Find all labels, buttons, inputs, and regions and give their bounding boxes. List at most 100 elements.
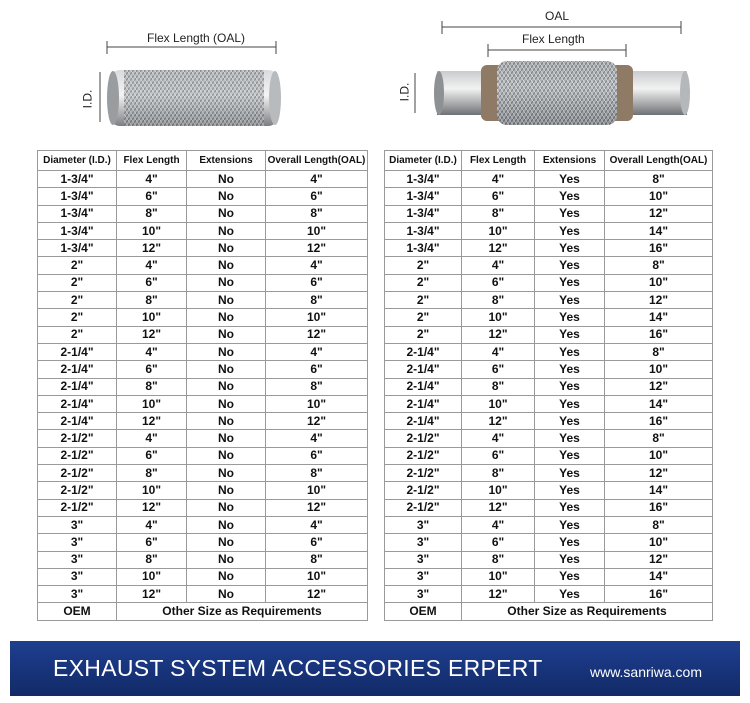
table-header-row: Diameter (I.D.) Flex Length Extensions O… bbox=[37, 150, 368, 171]
cell-extensions: Yes bbox=[534, 169, 605, 189]
footer-note: Other Size as Requirements bbox=[461, 602, 713, 621]
cell-extensions: Yes bbox=[534, 256, 605, 275]
cell-flex-length: 4" bbox=[116, 515, 187, 535]
cell-diameter: 2" bbox=[384, 256, 462, 275]
cell-overall-length: 12" bbox=[604, 464, 713, 483]
cell-extensions: No bbox=[186, 291, 266, 310]
cell-flex-length: 12" bbox=[461, 239, 535, 258]
cell-overall-length: 10" bbox=[604, 187, 713, 206]
cell-flex-length: 4" bbox=[116, 169, 187, 189]
header-diameter: Diameter (I.D.) bbox=[37, 150, 117, 171]
footer-note: Other Size as Requirements bbox=[116, 602, 368, 621]
cell-diameter: 2-1/4" bbox=[384, 360, 462, 379]
cell-overall-length: 8" bbox=[604, 256, 713, 275]
cell-flex-length: 6" bbox=[116, 360, 187, 379]
cell-flex-length: 12" bbox=[461, 498, 535, 517]
cell-diameter: 1-3/4" bbox=[37, 239, 117, 258]
cell-flex-length: 8" bbox=[116, 550, 187, 569]
cell-overall-length: 4" bbox=[265, 515, 368, 535]
website-link[interactable]: www.sanriwa.com bbox=[589, 664, 702, 680]
cell-extensions: Yes bbox=[534, 412, 605, 431]
footer-oem: OEM bbox=[384, 602, 462, 621]
cell-overall-length: 8" bbox=[265, 464, 368, 483]
cell-flex-length: 8" bbox=[461, 204, 535, 223]
id-label-right: I.D. bbox=[397, 82, 412, 102]
cell-extensions: Yes bbox=[534, 394, 605, 414]
cell-flex-length: 10" bbox=[116, 394, 187, 414]
cell-extensions: Yes bbox=[534, 187, 605, 206]
cell-overall-length: 12" bbox=[604, 204, 713, 223]
cell-diameter: 2-1/2" bbox=[37, 481, 117, 500]
cell-flex-length: 6" bbox=[461, 360, 535, 379]
cell-flex-length: 10" bbox=[461, 308, 535, 327]
cell-flex-length: 6" bbox=[461, 446, 535, 466]
cell-diameter: 2-1/4" bbox=[37, 394, 117, 414]
table-header-row: Diameter (I.D.) Flex Length Extensions O… bbox=[384, 150, 713, 171]
cell-flex-length: 12" bbox=[116, 239, 187, 258]
cell-diameter: 2" bbox=[384, 273, 462, 293]
cell-flex-length: 4" bbox=[116, 342, 187, 362]
cell-flex-length: 6" bbox=[461, 533, 535, 552]
header-flex-length: Flex Length bbox=[461, 150, 535, 171]
cell-extensions: No bbox=[186, 533, 266, 552]
cell-overall-length: 10" bbox=[265, 221, 368, 241]
id-label-left: I.D. bbox=[80, 89, 95, 109]
cell-extensions: Yes bbox=[534, 446, 605, 466]
cell-diameter: 2" bbox=[384, 291, 462, 310]
cell-extensions: No bbox=[186, 446, 266, 466]
cell-diameter: 2" bbox=[37, 308, 117, 327]
table-footer-row: OEM Other Size as Requirements bbox=[384, 602, 713, 621]
cell-flex-length: 8" bbox=[116, 204, 187, 223]
cell-overall-length: 8" bbox=[604, 169, 713, 189]
cell-overall-length: 10" bbox=[265, 567, 368, 587]
cell-flex-length: 4" bbox=[461, 429, 535, 448]
cell-extensions: No bbox=[186, 394, 266, 414]
cell-extensions: Yes bbox=[534, 308, 605, 327]
cell-diameter: 2-1/2" bbox=[37, 446, 117, 466]
cell-extensions: Yes bbox=[534, 291, 605, 310]
cell-diameter: 3" bbox=[384, 567, 462, 587]
cell-diameter: 2-1/2" bbox=[384, 481, 462, 500]
cell-diameter: 2" bbox=[384, 325, 462, 344]
cell-overall-length: 8" bbox=[604, 515, 713, 535]
cell-overall-length: 12" bbox=[604, 291, 713, 310]
cell-overall-length: 10" bbox=[265, 394, 368, 414]
cell-diameter: 3" bbox=[37, 567, 117, 587]
cell-flex-length: 6" bbox=[116, 533, 187, 552]
cell-diameter: 1-3/4" bbox=[37, 204, 117, 223]
cell-diameter: 2-1/4" bbox=[384, 394, 462, 414]
cell-extensions: No bbox=[186, 169, 266, 189]
cell-overall-length: 6" bbox=[265, 360, 368, 379]
banner-title: EXHAUST SYSTEM ACCESSORIES ERPERT bbox=[53, 655, 543, 681]
cell-overall-length: 12" bbox=[604, 550, 713, 569]
cell-flex-length: 10" bbox=[116, 567, 187, 587]
cell-flex-length: 12" bbox=[461, 585, 535, 604]
cell-flex-length: 10" bbox=[116, 481, 187, 500]
flex-pipe-figure-right: OAL Flex Length I.D. bbox=[385, 5, 705, 145]
cell-overall-length: 14" bbox=[604, 308, 713, 327]
cell-overall-length: 10" bbox=[604, 446, 713, 466]
cell-extensions: Yes bbox=[534, 360, 605, 379]
